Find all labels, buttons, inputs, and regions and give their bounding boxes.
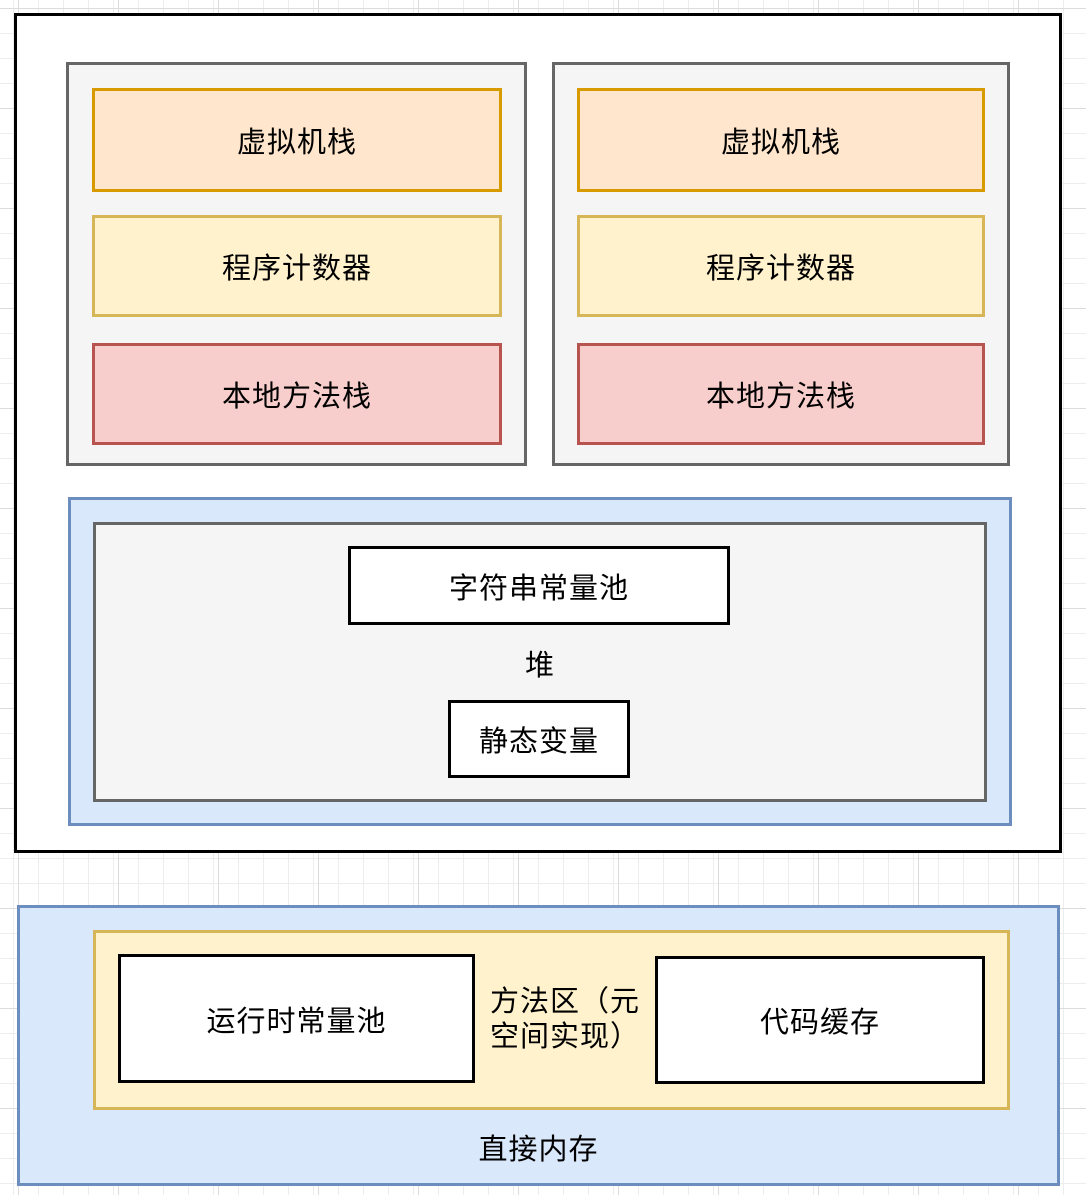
direct-memory-title-label: 直接内存 [478,1133,599,1166]
code-cache-label: 代码缓存 [759,1007,880,1039]
thread-stack-container-1: 虚拟机栈 程序计数器 本地方法栈 [66,62,527,466]
string-constant-pool-box: 字符串常量池 [348,546,730,625]
static-variables-box: 静态变量 [448,700,630,778]
program-counter-box-2: 程序计数器 [577,215,985,317]
program-counter-box-1: 程序计数器 [92,215,502,317]
static-variables-label: 静态变量 [478,726,599,758]
heap-wrapper-box: 字符串常量池 堆 静态变量 [68,497,1012,826]
method-area-title-line1: 方法区（元 [489,985,640,1018]
heap-title-label: 堆 [524,650,555,682]
vm-stack-box-2: 虚拟机栈 [577,88,985,192]
code-cache-box: 代码缓存 [655,956,985,1084]
method-area-box: 运行时常量池 方法区（元 空间实现） 代码缓存 [93,930,1010,1110]
native-method-stack-label-2: 本地方法栈 [705,381,856,413]
direct-memory-box: 运行时常量池 方法区（元 空间实现） 代码缓存 直接内存 [17,905,1060,1186]
jvm-runtime-area-box: 虚拟机栈 程序计数器 本地方法栈 虚拟机栈 程序计数器 本地方法栈 [14,13,1062,853]
program-counter-label-1: 程序计数器 [221,253,372,285]
method-area-title: 方法区（元 空间实现） [472,933,658,1107]
vm-stack-box-1: 虚拟机栈 [92,88,502,192]
native-method-stack-box-1: 本地方法栈 [92,343,502,445]
method-area-title-line2: 空间实现） [489,1021,640,1053]
direct-memory-title: 直接内存 [20,1107,1057,1186]
runtime-constant-pool-box: 运行时常量池 [118,954,475,1083]
heap-box: 字符串常量池 堆 静态变量 [93,522,987,802]
runtime-constant-pool-label: 运行时常量池 [206,1005,387,1038]
native-method-stack-box-2: 本地方法栈 [577,343,985,445]
native-method-stack-label-1: 本地方法栈 [221,381,372,413]
vm-stack-label-1: 虚拟机栈 [236,127,357,159]
string-constant-pool-label: 字符串常量池 [448,572,629,605]
program-counter-label-2: 程序计数器 [705,253,856,285]
thread-stack-container-2: 虚拟机栈 程序计数器 本地方法栈 [552,62,1010,466]
heap-title: 堆 [96,637,984,689]
vm-stack-label-2: 虚拟机栈 [720,127,841,159]
